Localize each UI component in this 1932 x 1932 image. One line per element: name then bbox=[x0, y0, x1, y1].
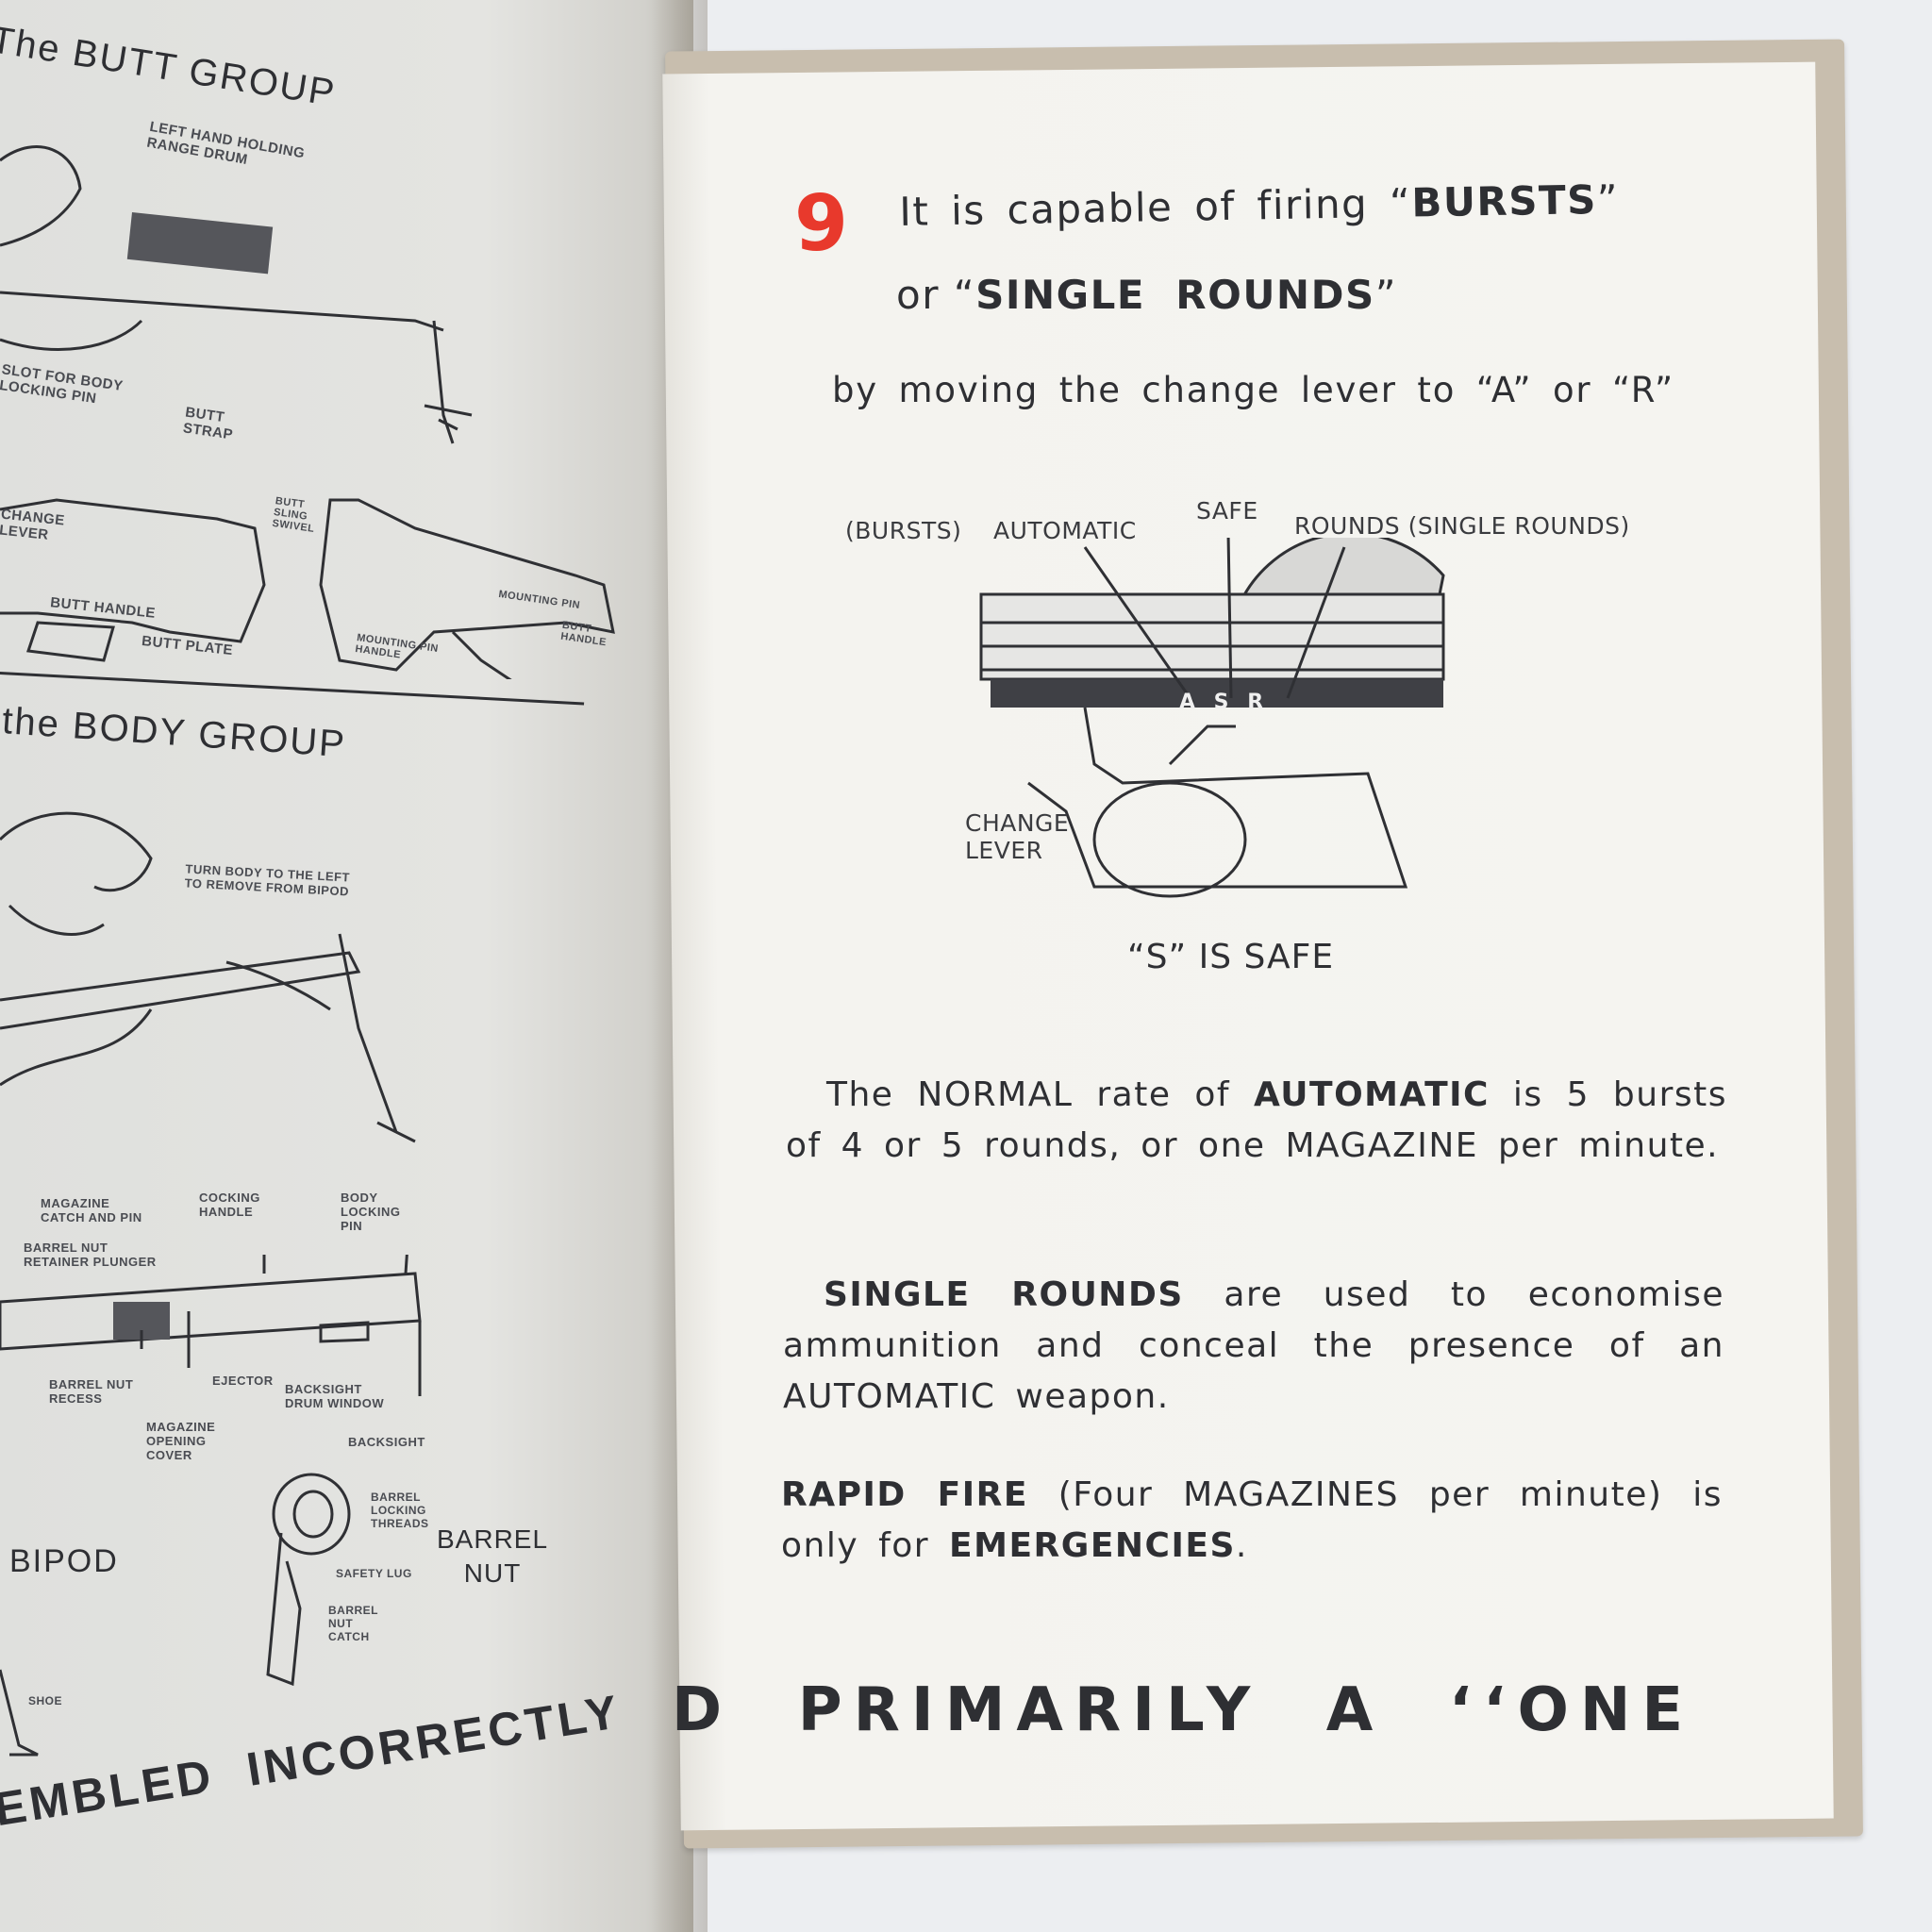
body-illustration bbox=[0, 1255, 422, 1396]
left-page: The BUTT GROUP LEFT HAND HOLDING RANGE D… bbox=[0, 0, 693, 1932]
label-cocking-handle: COCKING HANDLE bbox=[199, 1191, 260, 1219]
barrel-nut-title: BARREL NUT bbox=[437, 1524, 549, 1588]
heading-quote: ” bbox=[1374, 272, 1397, 318]
paragraph-bold: SINGLE ROUNDS bbox=[824, 1275, 1184, 1314]
body-group-illustration bbox=[0, 811, 416, 1143]
right-page-footer: D PRIMARILY A ‘‘ONE bbox=[672, 1675, 1695, 1745]
paragraph-text: is 5 bursts of 4 or 5 rounds, or one MAG… bbox=[786, 1075, 1728, 1165]
subheading: by moving the change lever to “A” or “R” bbox=[832, 370, 1674, 410]
label-automatic: AUTOMATIC bbox=[993, 517, 1137, 544]
label-barrel-nut-retainer: BARREL NUT RETAINER PLUNGER bbox=[24, 1241, 157, 1269]
label-butt-strap: BUTT STRAP bbox=[181, 404, 235, 443]
paragraph-text: The NORMAL rate of bbox=[826, 1075, 1255, 1114]
label-bursts: (BURSTS) bbox=[845, 517, 962, 544]
label-backsight: BACKSIGHT bbox=[348, 1435, 425, 1449]
paragraph-bold: EMERGENCIES bbox=[949, 1526, 1236, 1565]
label-safety-lug: SAFETY LUG bbox=[336, 1567, 412, 1580]
label-magazine-opening-cover: MAGAZINE OPENING COVER bbox=[146, 1420, 216, 1462]
barrel-nut-illustration bbox=[266, 1473, 351, 1687]
label-rounds: ROUNDS (SINGLE ROUNDS) bbox=[1294, 512, 1630, 540]
left-page-footer: EMBLED INCORRECTLY bbox=[0, 1684, 625, 1837]
section-number: 9 bbox=[794, 179, 849, 269]
body-group-title: the BODY GROUP bbox=[0, 700, 348, 766]
butt-group-illustration bbox=[0, 145, 615, 679]
change-lever-diagram bbox=[979, 538, 1445, 898]
label-safe: SAFE bbox=[1196, 497, 1258, 525]
paragraph-normal-rate: The NORMAL rate of AUTOMATIC is 5 bursts… bbox=[786, 1070, 1727, 1172]
label-change-lever: CHANGE LEVER bbox=[0, 506, 66, 543]
label-barrel-locking-threads: BARREL LOCKING THREADS bbox=[371, 1491, 429, 1530]
bipod-title: BIPOD bbox=[9, 1543, 119, 1579]
label-magazine-catch: MAGAZINE CATCH AND PIN bbox=[41, 1196, 142, 1224]
label-change-lever: CHANGE LEVER bbox=[965, 809, 1070, 864]
diagram-caption: “S” IS SAFE bbox=[1127, 938, 1335, 976]
heading-text: or “ bbox=[896, 272, 976, 318]
paragraph-text: are used to economise ammunition and con… bbox=[783, 1275, 1724, 1416]
selector-letters: A S R bbox=[1179, 691, 1270, 714]
paragraph-bold: AUTOMATIC bbox=[1254, 1075, 1490, 1114]
bipod-illustration bbox=[0, 1669, 39, 1757]
label-shoe: SHOE bbox=[28, 1694, 63, 1707]
label-butt-sling-swivel: BUTT SLING SWIVEL bbox=[271, 495, 316, 535]
paragraph-bold: RAPID FIRE bbox=[781, 1475, 1028, 1514]
label-barrel-nut-catch: BARREL NUT CATCH bbox=[328, 1604, 378, 1643]
heading-bursts: BURSTS bbox=[1410, 176, 1598, 226]
paragraph-text: . bbox=[1235, 1526, 1248, 1565]
paragraph-text: (Four MAGAZINES per minute) is only for bbox=[781, 1475, 1723, 1565]
heading-text: It is capable of firing “ bbox=[899, 179, 1412, 235]
heading-line-2: or “SINGLE ROUNDS” bbox=[896, 272, 1397, 318]
heading-quote: ” bbox=[1596, 175, 1620, 224]
heading-single-rounds: SINGLE ROUNDS bbox=[975, 272, 1375, 318]
label-ejector: EJECTOR bbox=[212, 1374, 274, 1388]
paragraph-single-rounds: SINGLE ROUNDS are used to economise ammu… bbox=[783, 1270, 1724, 1423]
label-barrel-nut-recess: BARREL NUT RECESS bbox=[49, 1377, 134, 1406]
label-body-locking-pin: BODY LOCKING PIN bbox=[341, 1191, 401, 1233]
label-backsight-drum-window: BACKSIGHT DRUM WINDOW bbox=[285, 1382, 385, 1410]
paragraph-rapid-fire: RAPID FIRE (Four MAGAZINES per minute) i… bbox=[781, 1470, 1723, 1572]
